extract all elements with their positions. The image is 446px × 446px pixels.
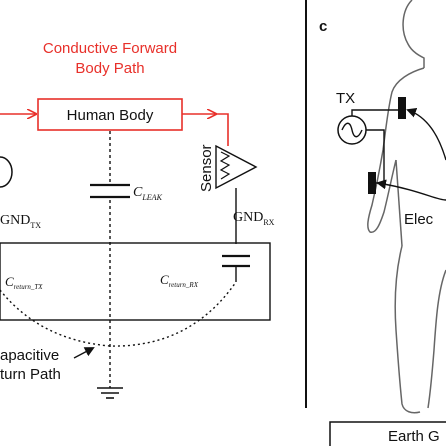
electrode-arrow-2 xyxy=(376,179,446,201)
c-return-rx-label: Creturn_RX xyxy=(160,272,199,289)
human-silhouette xyxy=(367,0,446,414)
return-path-label-line1: apacitive xyxy=(0,347,59,364)
return-path-box xyxy=(0,242,271,321)
panel-letter: c xyxy=(319,18,327,35)
tx-electrode xyxy=(398,97,406,119)
sensor-resistor-icon xyxy=(219,151,231,180)
earth-ground-plate xyxy=(329,421,446,446)
sensor-label: Sensor xyxy=(198,144,215,192)
earth-ground-label: Earth G xyxy=(388,428,440,445)
gnd-tx-label: GNDTX xyxy=(0,213,41,230)
tx-label: TX xyxy=(336,90,355,107)
capacitive-return-path-arc xyxy=(0,281,237,347)
right-panel: c TX Elec Earth G xyxy=(319,0,446,446)
tx-wire-bottom xyxy=(366,129,385,184)
tx-source-arc xyxy=(0,156,13,188)
forward-path-title-line1: Conductive Forward xyxy=(43,40,177,57)
return-path-label-line2: turn Path xyxy=(0,366,61,383)
human-body-label: Human Body xyxy=(67,107,154,124)
tx-wire-top xyxy=(351,109,398,116)
forward-path-to-sensor xyxy=(216,113,229,146)
c-return-tx-label: Creturn_TX xyxy=(5,274,43,291)
sensor-triangle xyxy=(215,144,258,190)
return-path-pointer-arrow xyxy=(73,347,95,359)
sine-wave-icon xyxy=(341,122,363,138)
electrode-arrow-1 xyxy=(406,108,446,161)
electrode-label: Elec xyxy=(404,211,434,228)
left-panel: Conductive Forward Body Path Human Body … xyxy=(0,40,275,399)
c-leak-label: CLEAK xyxy=(133,185,163,202)
forward-path-title-line2: Body Path xyxy=(75,60,144,77)
gnd-rx-label: GNDRX xyxy=(233,210,275,227)
